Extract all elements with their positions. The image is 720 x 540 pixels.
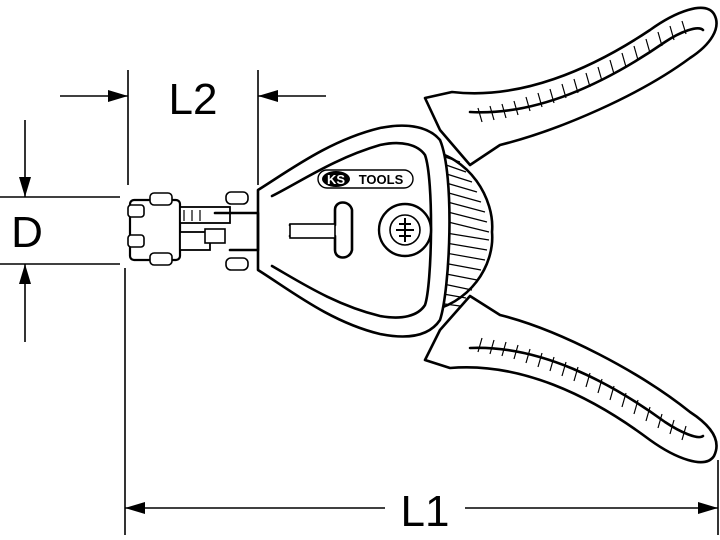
l1-label: L1 xyxy=(401,487,450,536)
dimension-l1: L1 xyxy=(124,268,719,536)
jaw-upper-tip xyxy=(127,204,145,218)
adjuster-slide xyxy=(289,223,336,239)
jaw-upper-clip xyxy=(149,192,173,206)
jaw-lower-clip xyxy=(149,252,173,266)
lower-handle-grip xyxy=(423,294,718,464)
lower-jaw-rivet xyxy=(225,257,249,271)
l2-label: L2 xyxy=(169,75,218,124)
phillips-cross-icon xyxy=(396,218,414,242)
logo-ks-text: KS xyxy=(327,172,345,187)
logo-ks-oval xyxy=(322,171,350,187)
l1-arrow-right xyxy=(698,502,718,514)
wire-stripper-tool: KS TOOLS xyxy=(127,6,718,464)
dimension-d: D xyxy=(0,120,120,342)
dimension-l2: L2 xyxy=(60,70,326,185)
jaw-lower-tip xyxy=(127,234,145,248)
jaw-connector xyxy=(213,211,260,252)
upper-jaw-rivet xyxy=(225,191,249,205)
blade-serration xyxy=(183,210,201,221)
ks-tools-logo: KS TOOLS xyxy=(317,169,414,189)
d-label: D xyxy=(11,208,43,257)
stripping-jaws xyxy=(127,191,260,271)
lower-handle-inner-outline xyxy=(468,346,705,439)
l1-arrow-left xyxy=(125,502,145,514)
blade-stop-block xyxy=(204,228,226,244)
upper-handle-ribs xyxy=(477,20,687,123)
l2-arrow-right xyxy=(258,90,278,102)
upper-handle-grip xyxy=(423,6,718,167)
d-arrow-top xyxy=(19,177,31,197)
pivot-screw xyxy=(377,202,433,258)
length-stop-adjuster xyxy=(288,201,354,259)
lower-handle-ribs xyxy=(477,337,687,441)
upper-handle-inner-outline xyxy=(468,27,705,114)
d-arrow-bottom xyxy=(19,264,31,284)
upper-blade-arm xyxy=(179,206,231,224)
l2-arrow-left xyxy=(108,90,128,102)
logo-tools-text: TOOLS xyxy=(359,172,404,187)
